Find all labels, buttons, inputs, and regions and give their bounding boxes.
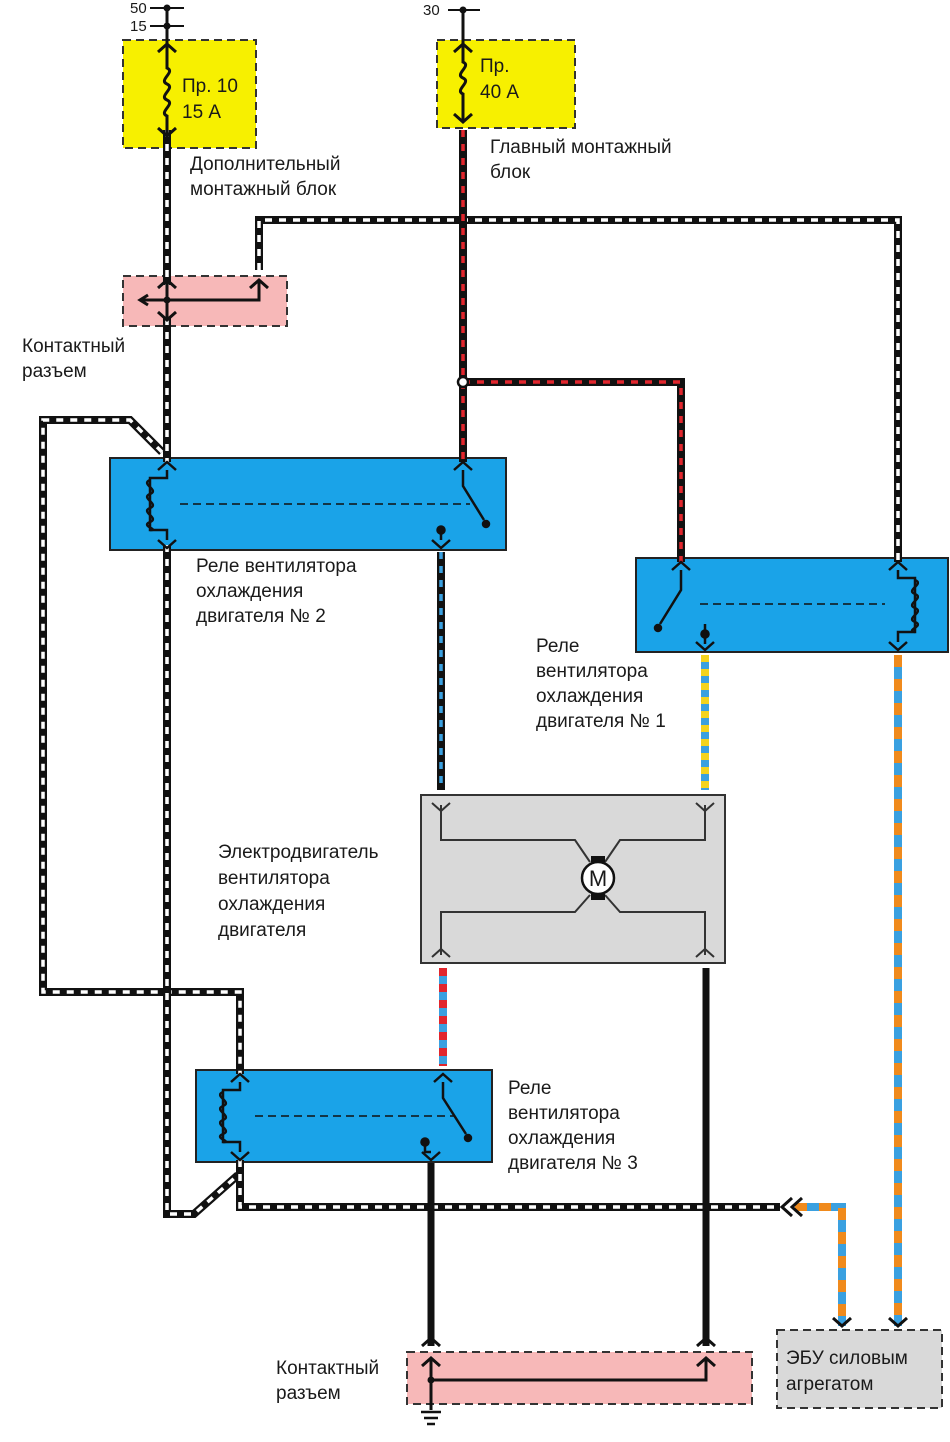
wire-black-white-top-loop [255, 216, 902, 562]
motor-label-1: Электродвигатель [218, 842, 379, 863]
relay-1-label-1: Реле [536, 636, 579, 657]
ecu-label-2: агрегатом [786, 1374, 873, 1395]
terminal-15: 15 [130, 18, 184, 35]
relay-1-label-2: вентилятора [536, 661, 648, 682]
relay-1-switch-icon [653, 560, 715, 652]
ecu-label-1: ЭБУ силовым [786, 1348, 908, 1369]
fuse-10-label-1: Пр. 10 [182, 76, 238, 97]
wire-black-white-left-loop [39, 416, 244, 1074]
main-block-label-1: Главный монтажный [490, 137, 672, 158]
main-block-label-2: блок [490, 162, 531, 183]
motor-label-4: двигателя [218, 920, 306, 941]
fuse-40-label-2: 40 А [480, 82, 519, 103]
connector-top-label-1: Контактный [22, 336, 125, 357]
wire-black-white-relay3-to-ecu [236, 1160, 780, 1211]
wire-red-black-to-relay1 [463, 378, 685, 562]
motor-label-2: вентилятора [218, 868, 330, 889]
motor-symbol: М [589, 866, 607, 891]
fuse-40-label-1: Пр. [480, 56, 510, 77]
connector-bottom [406, 1351, 753, 1405]
relay-3-label-1: Реле [508, 1078, 551, 1099]
fuse-40-icon [453, 41, 473, 125]
relay-3-coil-icon [218, 1072, 250, 1162]
svg-text:30: 30 [423, 2, 440, 19]
connector-bottom-pins [421, 1335, 716, 1410]
svg-text:15: 15 [130, 18, 147, 35]
connector-bottom-label-2: разъем [276, 1383, 341, 1404]
relay-3-switch-icon [420, 1072, 473, 1162]
wire-black-white-relay2-coil-down [163, 545, 241, 1218]
relay-2-coil-icon [145, 460, 177, 550]
relay-1-box [635, 557, 949, 653]
relay-2-label-1: Реле вентилятора [196, 556, 357, 577]
motor-inner-wiring [431, 802, 715, 958]
fuse-10-icon [157, 41, 177, 139]
svg-text:50: 50 [130, 0, 147, 17]
relay-2-label-2: охлаждения [196, 581, 303, 602]
terminal-30: 30 [423, 2, 480, 19]
relay-2-switch-icon [431, 460, 491, 550]
fuse-box-10 [122, 39, 257, 149]
fuse-box-40 [436, 39, 576, 129]
connector-top-label-2: разъем [22, 361, 87, 382]
motor-icon: М [580, 856, 616, 900]
terminal-50: 50 [130, 0, 184, 17]
aux-block-label-1: Дополнительный [190, 154, 340, 175]
relay-1-coil-icon [888, 560, 920, 652]
relay-3-label-3: охлаждения [508, 1128, 615, 1149]
ecu-box [776, 1329, 943, 1409]
relay-1-label-4: двигателя № 1 [536, 711, 666, 732]
relay-3-label-2: вентилятора [508, 1103, 620, 1124]
ground-icon [421, 1410, 441, 1426]
ecu-pins [779, 1196, 908, 1329]
relay-1-label-3: охлаждения [536, 686, 643, 707]
connector-bottom-junction [427, 1376, 435, 1384]
aux-block-label-2: монтажный блок [190, 179, 337, 200]
relay-2-label-3: двигателя № 2 [196, 606, 326, 627]
relay-3-label-4: двигателя № 3 [508, 1153, 638, 1174]
motor-label-3: охлаждения [218, 894, 325, 915]
connector-top-junction [163, 296, 171, 304]
wire-orange-blue-ecu-to-connector [795, 1203, 846, 1326]
junction-red-wire [456, 375, 470, 389]
fuse-10-label-2: 15 А [182, 102, 221, 123]
fan-motor-box [420, 794, 726, 964]
connector-bottom-label-1: Контактный [276, 1358, 379, 1379]
